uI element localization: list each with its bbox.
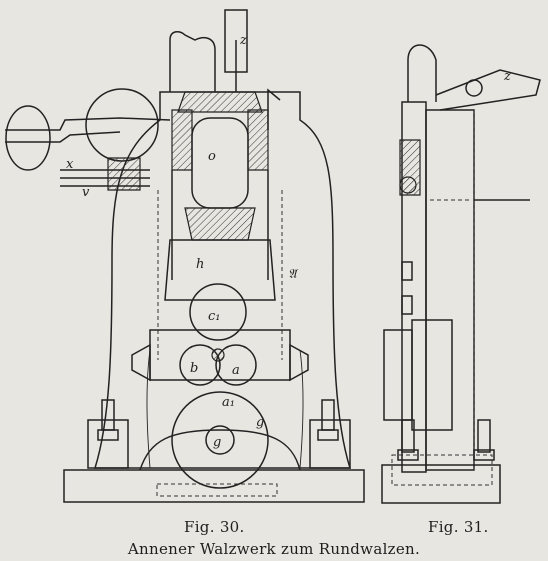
label-o: o (208, 149, 216, 164)
plate-title: Annener Walzwerk zum Rundwalzen. (127, 540, 421, 558)
label-c1: c₁ (208, 309, 221, 324)
figure-31-caption: Fig. 31. (428, 518, 489, 536)
figure-30-caption: Fig. 30. (184, 518, 245, 536)
label-x: x (66, 157, 74, 172)
label-v: v (82, 185, 90, 200)
label-z: z (239, 33, 247, 48)
label-A: 𝔄 (288, 267, 299, 282)
label-a1: a₁ (222, 395, 235, 410)
label-g-inner: g (213, 435, 221, 450)
fig31-drawing (381, 44, 541, 504)
label-b: b (190, 361, 198, 376)
label-h: h (196, 257, 204, 272)
label-z2: z (503, 69, 511, 84)
label-a: a (232, 363, 240, 378)
label-g-outer: g (256, 415, 264, 430)
fig30-drawing (5, 9, 365, 503)
